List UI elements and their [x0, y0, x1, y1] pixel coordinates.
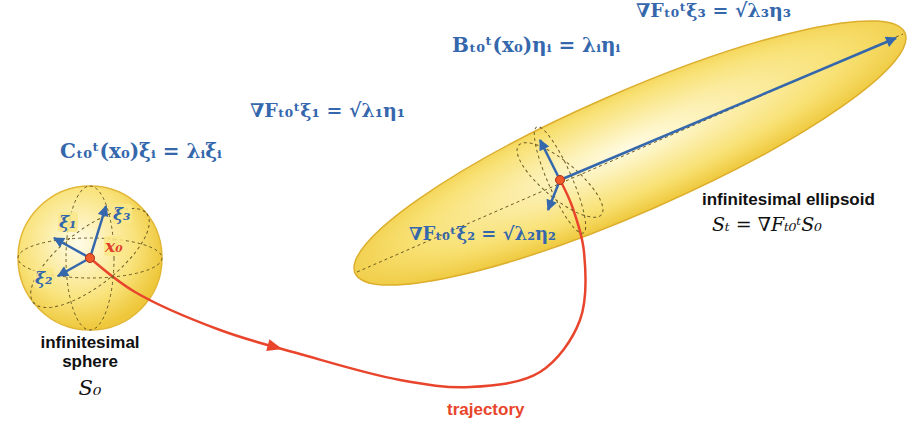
eigenvector-label: ξ₁: [58, 212, 78, 232]
eigenvector-label: ξ₂: [34, 268, 54, 288]
ellipsoid-eigen-arrows: [540, 38, 896, 210]
sphere-dashed-circles: [16, 186, 164, 330]
sphere-eigen-arrows: [54, 206, 106, 276]
initial-point: [86, 254, 95, 263]
eta1-arrow: [540, 140, 560, 180]
ellipsoid-dashed-lines: [357, 34, 903, 272]
equation-label: Cₜ₀ᵗ(x₀)ξᵢ = λᵢξᵢ: [60, 140, 222, 163]
infinitesimal-ellipsoid: infinitesimal ellipsoid Sₜ = ∇Fₜ₀ᵗS₀: [350, 18, 910, 288]
infinitesimal-sphere: ξ₁ξ₂ξ₃x₀infinitesimal sphereS₀: [18, 186, 162, 330]
eigenvector-label: ξ₃: [112, 204, 132, 224]
xi1-arrow: [54, 238, 90, 258]
equation-label: ∇Fₜ₀ᵗξ₃ = √λ₃η₃: [636, 0, 791, 22]
ellipse-outline: [350, 18, 910, 288]
eta3-arrow: [560, 38, 896, 180]
eta2-arrow: [548, 180, 560, 210]
ellipsoid-shape: [331, 0, 923, 328]
circle-outline: [18, 186, 162, 330]
trajectory-curve: [90, 180, 586, 387]
equation-label: Bₜ₀ᵗ(x₀)ηᵢ = λᵢηᵢ: [452, 34, 620, 57]
point-label: x₀: [104, 236, 124, 256]
xi3-arrow: [90, 206, 106, 258]
shape-caption: infinitesimal sphere: [25, 334, 155, 371]
equation-label: ∇Fₜ₀ᵗξ₁ = √λ₁η₁: [250, 100, 405, 122]
xi2-arrow: [58, 258, 90, 276]
sphere-shape: [18, 186, 162, 330]
advected-point: [556, 176, 565, 185]
equation-label: ∇Fₜ₀ᵗξ₂ = √λ₂η₂: [409, 224, 556, 245]
shape-caption: infinitesimal ellipsoid: [702, 190, 875, 210]
set-symbol: S₀: [25, 376, 155, 400]
trajectory-label: trajectory: [447, 400, 524, 420]
set-equation: Sₜ = ∇Fₜ₀ᵗS₀: [712, 214, 822, 236]
trajectory-arrowhead: [266, 339, 282, 351]
